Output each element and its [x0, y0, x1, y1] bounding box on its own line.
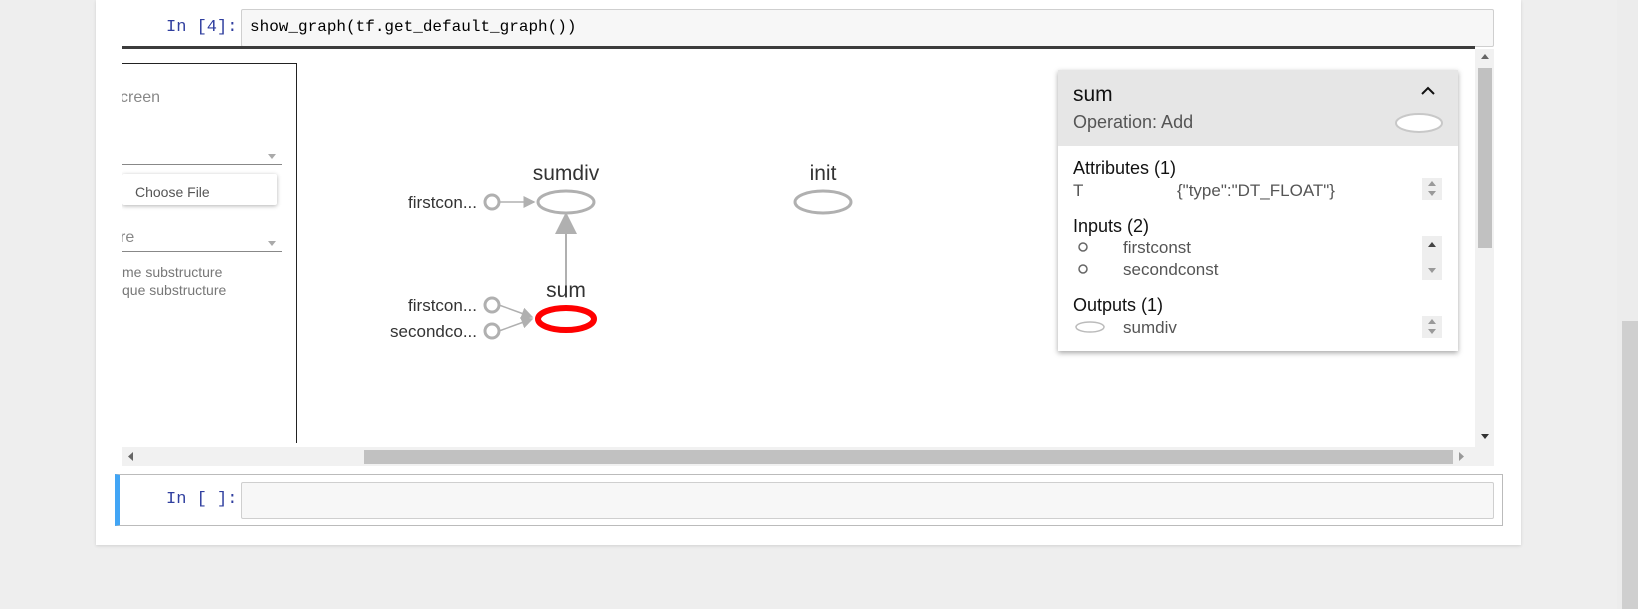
output-horizontal-scroll-thumb[interactable]	[364, 450, 1453, 464]
label-firstconst-bottom: firstcon...	[408, 296, 477, 315]
node-info-card: sum Operation: Add Attributes (1) T {"ty…	[1058, 70, 1458, 351]
code-input[interactable]	[241, 482, 1494, 519]
output-item[interactable]: sumdiv	[1123, 318, 1177, 337]
const-node-icon	[1078, 242, 1088, 252]
attributes-scroll[interactable]	[1422, 178, 1442, 200]
cell-prompt: In [4]:	[166, 18, 238, 37]
node-secondconst[interactable]	[483, 322, 501, 340]
inputs-scroll[interactable]	[1422, 236, 1442, 280]
frame-border	[122, 46, 1475, 49]
scroll-left-icon[interactable]	[128, 452, 134, 461]
scroll-right-icon[interactable]	[1459, 452, 1465, 461]
graph-canvas[interactable]: sumdiv init sum firstcon... firstcon... …	[122, 47, 1494, 447]
chevron-down-icon[interactable]	[268, 154, 276, 159]
legend-same-substructure: me substructure	[122, 264, 223, 280]
label-secondconst: secondco...	[390, 322, 477, 341]
edge-secondconst-sum	[498, 316, 534, 332]
fit-screen-label[interactable]: creen	[122, 89, 161, 106]
attribute-value: {"type":"DT_FLOAT"}	[1177, 181, 1335, 200]
chevron-up-icon[interactable]	[1421, 86, 1435, 96]
run-select-underline	[122, 164, 282, 165]
label-init: init	[810, 162, 837, 185]
label-sumdiv: sumdiv	[533, 162, 600, 185]
page-scrollbar-thumb[interactable]	[1622, 321, 1638, 609]
op-node-icon	[1075, 321, 1105, 333]
color-structure-select[interactable]: re	[122, 229, 135, 246]
info-card-operation: Operation: Add	[1073, 112, 1194, 132]
info-card-title: sum	[1073, 83, 1113, 106]
outputs-scroll[interactable]	[1422, 316, 1442, 338]
color-select-underline	[122, 251, 282, 252]
label-firstconst-top: firstcon...	[408, 193, 477, 212]
output-vertical-scroll-thumb[interactable]	[1478, 68, 1492, 248]
node-sumdiv[interactable]	[536, 189, 596, 215]
edge-firstconst-sum	[498, 304, 534, 320]
attribute-key: T	[1073, 181, 1084, 200]
outputs-header: Outputs (1)	[1073, 295, 1164, 315]
node-shape-icon	[1395, 113, 1443, 133]
attributes-header: Attributes (1)	[1073, 158, 1177, 178]
node-init[interactable]	[793, 189, 853, 215]
input-item[interactable]: firstconst	[1123, 238, 1192, 257]
control-panel: creen Choose File re me substructure que…	[122, 63, 297, 443]
chevron-down-icon[interactable]	[268, 241, 276, 246]
choose-file-button[interactable]: Choose File	[122, 174, 277, 205]
info-card-header: sum Operation: Add	[1058, 70, 1458, 146]
cell-prompt: In [ ]:	[166, 490, 238, 509]
code-input[interactable]: show_graph(tf.get_default_graph())	[241, 9, 1494, 47]
arrowhead-sum-sumdiv	[555, 212, 577, 234]
node-firstconst-top[interactable]	[483, 193, 501, 211]
node-firstconst-bottom[interactable]	[483, 296, 501, 314]
input-item[interactable]: secondconst	[1123, 260, 1219, 279]
const-node-icon	[1078, 264, 1088, 274]
legend-unique-substructure: que substructure	[122, 282, 227, 298]
node-sum[interactable]	[535, 305, 597, 333]
inputs-header: Inputs (2)	[1073, 216, 1150, 236]
label-sum: sum	[546, 279, 586, 302]
